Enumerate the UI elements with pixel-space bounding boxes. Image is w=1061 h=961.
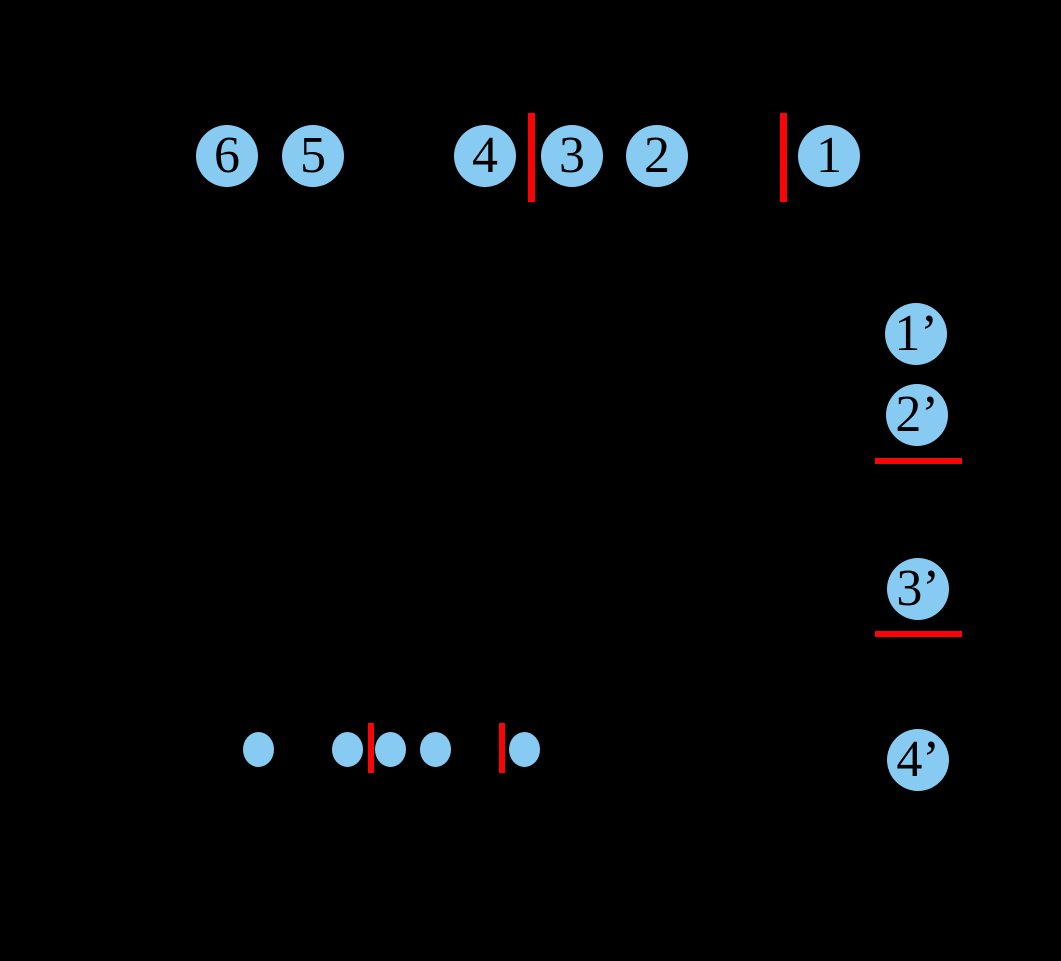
packet-node-6: 1 <box>798 125 860 187</box>
packet-node-2: 5 <box>282 125 344 187</box>
bottom-red-tick-1 <box>368 723 374 773</box>
bottom-dot-5 <box>508 731 540 767</box>
top-red-tick-1 <box>527 113 535 202</box>
ack-node-4: 4’ <box>887 729 949 791</box>
right-red-underline-1 <box>875 458 962 464</box>
bottom-dot-4 <box>419 731 451 767</box>
bottom-red-tick-2 <box>499 723 505 773</box>
ack-node-2: 2’ <box>886 384 948 446</box>
packet-node-5: 2 <box>626 125 688 187</box>
right-red-underline-2 <box>875 631 962 637</box>
bottom-dot-3 <box>374 731 406 767</box>
packet-node-3: 4 <box>454 125 516 187</box>
ack-node-3: 3’ <box>887 558 949 620</box>
packet-node-1: 6 <box>196 125 258 187</box>
ack-node-1: 1’ <box>885 303 947 365</box>
packet-node-4: 3 <box>541 125 603 187</box>
top-red-tick-2 <box>779 113 787 202</box>
bottom-dot-2 <box>331 731 363 767</box>
bottom-dot-1 <box>242 731 274 767</box>
